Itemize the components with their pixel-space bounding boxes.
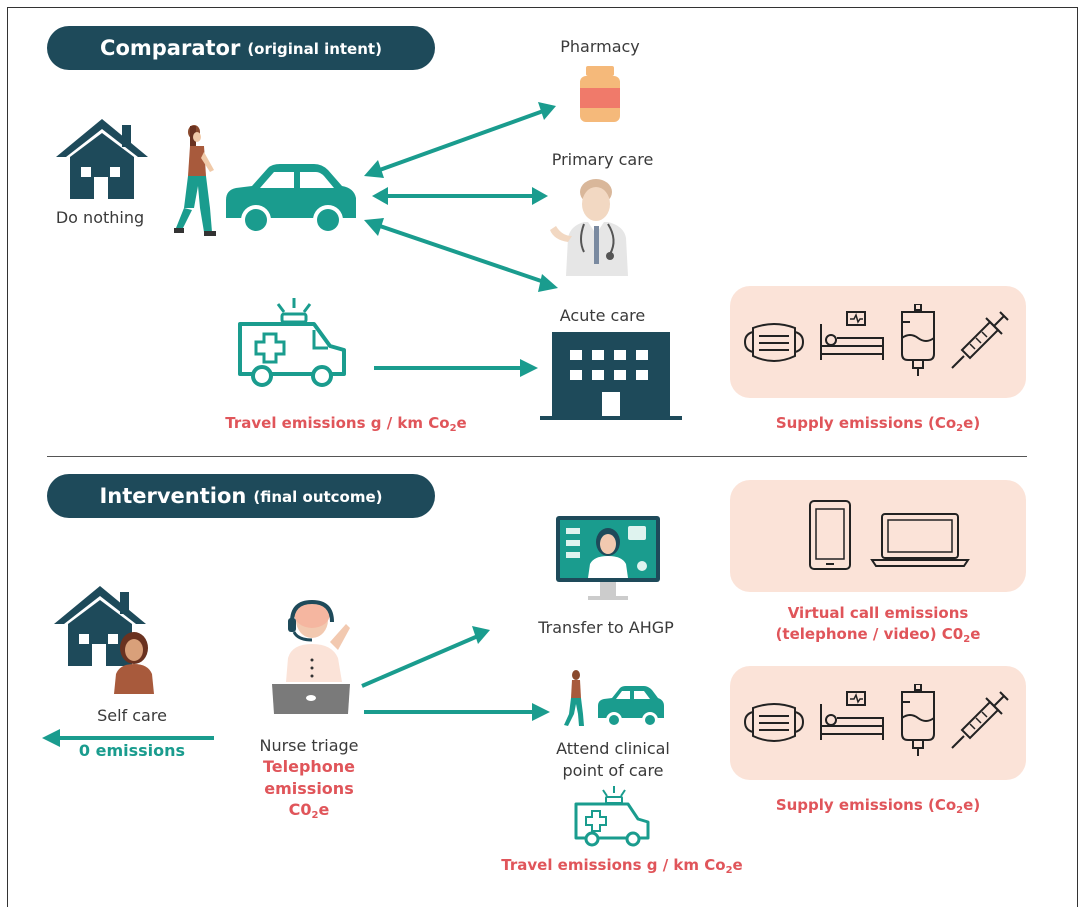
arrow-to-pharmacy [360,96,560,186]
intervention-travel-emissions: Travel emissions g / km Co2e [501,856,743,876]
small-ambulance-icon [572,784,652,848]
intervention-title: Intervention [99,484,247,508]
nurse-headset-laptop-icon [268,598,358,716]
primary-care-label: Primary care [551,150,654,169]
comparator-supply-emissions: Supply emissions (Co2e) [775,414,981,434]
laptop-icon [870,512,970,568]
telephone-emissions-line2: emissions [264,779,354,798]
arrow-to-acute-care [362,214,562,296]
nurse-triage-label: Nurse triage [259,736,359,755]
arrow-to-clinical-care [362,700,552,724]
section-divider [47,456,1027,457]
virtual-call-box [730,480,1026,592]
telephone-emissions-line3: C02e [288,800,330,821]
hospital-building-icon [540,332,682,422]
house-woman-icon [50,582,170,694]
comparator-subtitle: (original intent) [247,40,382,58]
acute-care-label: Acute care [559,306,646,325]
telehealth-monitor-icon [556,516,660,606]
walking-woman-icon [170,124,225,239]
iv-bag-icon [898,304,938,376]
intervention-supply-emissions: Supply emissions (Co2e) [775,796,981,816]
syringe-icon [950,688,1012,750]
face-mask-icon [743,318,805,368]
iv-bag-icon [898,684,938,756]
diagram-frame [7,7,1078,907]
hospital-bed-icon [817,310,887,366]
virtual-call-line2: (telephone / video) C02e [775,625,981,645]
pill-bottle-icon [578,66,622,124]
self-care-label: Self care [97,706,167,725]
do-nothing-label: Do nothing [55,208,145,227]
intervention-subtitle: (final outcome) [253,488,383,506]
smartphone-icon [808,499,852,571]
house-icon [52,115,152,200]
ambulance-icon [234,296,350,388]
pharmacy-label: Pharmacy [560,37,640,56]
arrow-to-transfer [360,624,492,690]
intervention-header: Intervention (final outcome) [47,474,435,518]
attend-clinical-line2: point of care [562,761,664,780]
doctor-icon [544,178,644,276]
transfer-label: Transfer to AHGP [538,618,674,637]
syringe-icon [950,308,1012,370]
attend-clinical-line1: Attend clinical [556,739,670,758]
hospital-bed-icon [817,690,887,746]
comparator-travel-emissions: Travel emissions g / km Co2e [225,414,467,434]
car-icon [222,160,358,240]
arrow-ambulance-to-acute [372,356,540,380]
arrow-to-primary-care [370,184,550,208]
virtual-call-line1: Virtual call emissions [787,604,969,622]
comparator-header: Comparator (original intent) [47,26,435,70]
comparator-title: Comparator [100,36,241,60]
arrow-to-self-care [40,726,216,750]
telephone-emissions-line1: Telephone [262,757,356,776]
face-mask-icon [743,698,805,748]
small-woman-car-icon [562,670,666,730]
zero-emissions-label: 0 emissions [78,741,186,760]
